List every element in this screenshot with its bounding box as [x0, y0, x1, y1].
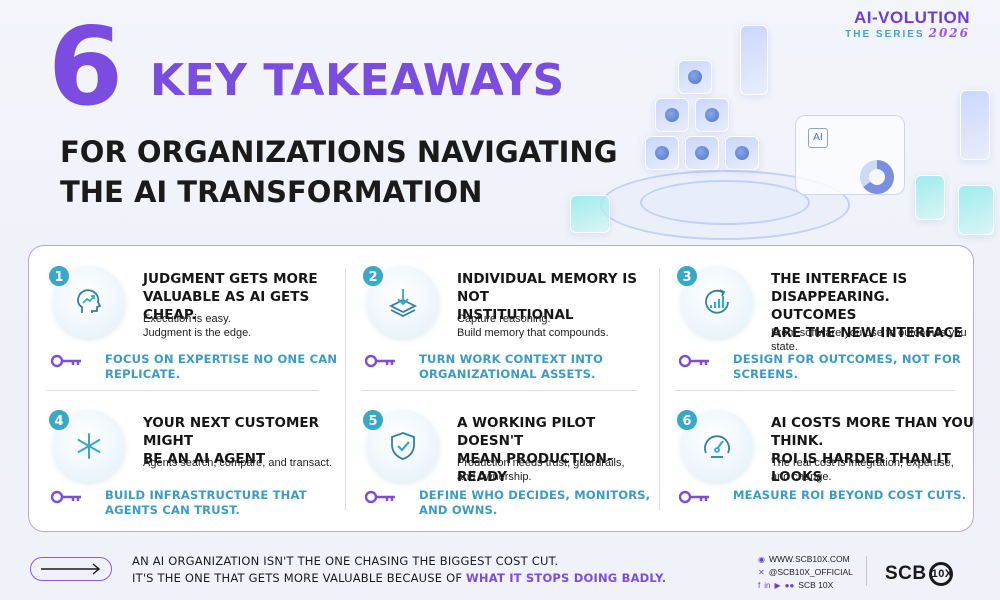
- logo-ring: 10X: [928, 562, 953, 586]
- takeaway-4: 4 YOUR NEXT CUSTOMER MIGHT BE AN AI AGEN…: [33, 396, 333, 526]
- key-icon: [679, 490, 709, 504]
- person-icon: [695, 146, 709, 160]
- number-badge: 1: [47, 264, 71, 288]
- takeaway-desc: Production needs trust, guardrails, and …: [457, 457, 625, 483]
- person-icon: [655, 146, 669, 160]
- takeaway-1: 1 JUDGMENT GETS MORE VALUABLE AS AI GETS…: [33, 252, 337, 382]
- key-icon: [51, 354, 81, 368]
- heading-title: KEY TAKEAWAYS: [150, 55, 565, 106]
- takeaway-title: AI COSTS MORE THAN YOU THINK. ROI IS HAR…: [771, 415, 974, 485]
- globe-icon: ◉: [758, 555, 765, 564]
- linkedin-icon: in: [764, 581, 771, 590]
- inner-disc: [640, 180, 810, 225]
- facebook-icon: f: [758, 581, 761, 590]
- takeaway-2: 2 INDIVIDUAL MEMORY IS NOT INSTITUTIONAL…: [347, 252, 647, 382]
- arrow-pill: [30, 557, 112, 581]
- takeaway-6: 6 AI COSTS MORE THAN YOU THINK. ROI IS H…: [661, 396, 974, 526]
- column-divider: [345, 268, 346, 510]
- glass-pillar: [740, 25, 768, 95]
- ai-badge: AI: [808, 128, 828, 148]
- brand-year: 2026: [928, 26, 970, 40]
- logo-text: SCB: [885, 563, 927, 585]
- number-badge: 4: [47, 408, 71, 432]
- takeaways-card: 1 JUDGMENT GETS MORE VALUABLE AS AI GETS…: [28, 245, 974, 532]
- key-icon: [365, 490, 395, 504]
- social-web-text: WWW.SCB10X.COM: [768, 554, 850, 564]
- person-icon: [665, 108, 679, 122]
- action-text: FOCUS ON EXPERTISE NO ONE CAN REPLICATE.: [105, 352, 338, 381]
- key-icon: [679, 354, 709, 368]
- key-icon: [365, 354, 395, 368]
- takeaway-title: YOUR NEXT CUSTOMER MIGHT BE AN AI AGENT: [143, 415, 319, 467]
- social-web[interactable]: ◉WWW.SCB10X.COM: [758, 553, 853, 566]
- action-text: MEASURE ROI BEYOND COST CUTS.: [733, 488, 967, 502]
- heading-number: 6: [48, 5, 124, 130]
- teal-cube: [570, 195, 610, 233]
- footer-line1: AN AI ORGANIZATION ISN'T THE ONE CHASING…: [132, 554, 559, 568]
- action-text: DESIGN FOR OUTCOMES, NOT FOR SCREENS.: [733, 352, 961, 381]
- medium-icon: ●●: [784, 581, 795, 590]
- footer-line2-text: IT'S THE ONE THAT GETS MORE VALUABLE BEC…: [132, 571, 463, 585]
- action-text: TURN WORK CONTEXT INTO ORGANIZATIONAL AS…: [419, 352, 604, 381]
- person-icon: [705, 108, 719, 122]
- footer-separator: [866, 556, 867, 586]
- arrow-right-icon: [41, 563, 101, 575]
- number-badge: 6: [675, 408, 699, 432]
- glass-cubes-illustration: AI: [560, 20, 1000, 250]
- social-x[interactable]: ✕@SCB10X_OFFICIAL: [758, 566, 853, 579]
- action-text: DEFINE WHO DECIDES, MONITORS, AND OWNS.: [419, 488, 651, 517]
- person-icon: [688, 70, 702, 84]
- social-x-text: @SCB10X_OFFICIAL: [768, 567, 853, 577]
- donut-chart-icon: [860, 160, 894, 194]
- row-divider: [361, 390, 637, 391]
- glass-pillar: [960, 90, 990, 160]
- takeaway-3: 3 THE INTERFACE IS DISAPPEARING. OUTCOME…: [661, 252, 967, 382]
- person-icon: [735, 146, 749, 160]
- takeaway-desc: Capture reasoning. Build memory that com…: [457, 313, 609, 339]
- column-divider: [659, 268, 660, 510]
- brand-main: AI-VOLUTION: [854, 8, 970, 27]
- takeaway-5: 5 A WORKING PILOT DOESN'T MEAN PRODUCTIO…: [347, 396, 650, 526]
- takeaway-title: THE INTERFACE IS DISAPPEARING. OUTCOMES …: [771, 271, 963, 341]
- row-divider: [675, 390, 955, 391]
- row-divider: [47, 390, 319, 391]
- takeaway-desc: The real cost is integration, expertise,…: [771, 457, 954, 483]
- teal-cube: [958, 185, 994, 235]
- takeaway-title: INDIVIDUAL MEMORY IS NOT INSTITUTIONAL: [457, 271, 637, 323]
- heading-subtitle: FOR ORGANIZATIONS NAVIGATING THE AI TRAN…: [60, 132, 620, 212]
- number-badge: 3: [675, 264, 699, 288]
- cube: [645, 136, 679, 170]
- number-badge: 2: [361, 264, 385, 288]
- social-name-text: SCB 10X: [798, 580, 834, 590]
- teal-cube: [915, 175, 945, 220]
- takeaway-desc: From software you use to outcomes you st…: [771, 327, 967, 353]
- footer-line2: IT'S THE ONE THAT GETS MORE VALUABLE BEC…: [132, 570, 692, 587]
- youtube-icon: ▶: [774, 581, 781, 590]
- brand-sub-text: THE SERIES: [845, 29, 925, 40]
- action-text: BUILD INFRASTRUCTURE THAT AGENTS CAN TRU…: [105, 488, 307, 517]
- x-icon: ✕: [758, 568, 765, 577]
- heading-subtitle-line2: THE AI TRANSFORMATION: [60, 175, 483, 209]
- key-icon: [51, 490, 81, 504]
- heading-subtitle-line1: FOR ORGANIZATIONS NAVIGATING: [60, 135, 618, 169]
- takeaway-title: JUDGMENT GETS MORE VALUABLE AS AI GETS C…: [143, 271, 318, 323]
- takeaway-desc: Agents search, compare, and transact.: [143, 457, 332, 469]
- number-badge: 5: [361, 408, 385, 432]
- takeaway-title: A WORKING PILOT DOESN'T MEAN PRODUCTION-…: [457, 415, 613, 485]
- takeaway-desc: Execution is easy. Judgment is the edge.: [143, 313, 252, 339]
- footer-message: AN AI ORGANIZATION ISN'T THE ONE CHASING…: [132, 553, 692, 587]
- footer-highlight: WHAT IT STOPS DOING BADLY.: [466, 571, 667, 585]
